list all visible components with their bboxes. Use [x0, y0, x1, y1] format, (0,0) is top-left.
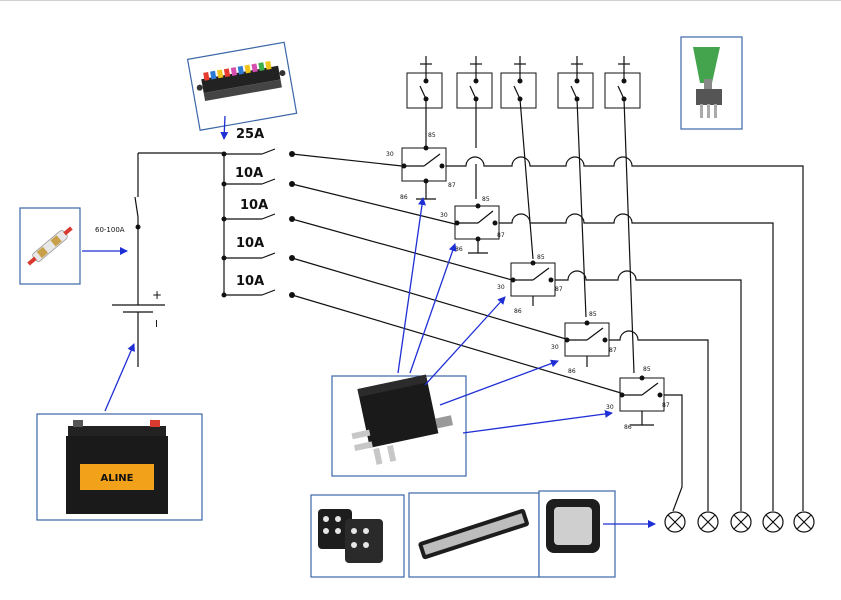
svg-text:86: 86	[514, 308, 522, 315]
fuse-row-4	[221, 252, 567, 340]
svg-text:30: 30	[440, 212, 448, 219]
switch-1	[406, 56, 443, 109]
output-wire-1	[446, 156, 804, 511]
lamp-1	[664, 511, 686, 533]
svg-text:87: 87	[448, 182, 456, 189]
battery-photo: ALINE	[36, 413, 203, 521]
switch-4	[557, 56, 594, 109]
fuse-box-photo	[186, 41, 298, 131]
fuse-label-10a-4: 10A	[236, 274, 264, 289]
lamp-4	[762, 511, 784, 533]
battery-plus-sign: +	[152, 288, 162, 302]
switch-5	[604, 56, 641, 109]
output-wire-5	[664, 394, 683, 512]
relay-arrow-1	[397, 197, 426, 374]
output-wire-3	[555, 270, 742, 511]
led-light-bar-photo	[408, 492, 540, 578]
svg-text:30: 30	[497, 284, 505, 291]
output-wire-2	[499, 213, 774, 511]
svg-text:30: 30	[551, 344, 559, 351]
svg-text:85: 85	[482, 196, 490, 203]
relay-1: 85 30 87 86	[386, 132, 456, 201]
main-fuse-rating: 60-100A	[95, 226, 125, 234]
relay-arrow-5	[462, 409, 613, 434]
inline-fuse-photo	[19, 207, 81, 285]
relay-4: 85 30 87 86	[551, 311, 617, 375]
led-pods-photo	[310, 494, 405, 578]
svg-text:86: 86	[455, 246, 463, 253]
relay-arrow-3	[424, 296, 506, 386]
svg-text:30: 30	[386, 151, 394, 158]
relay-photo	[331, 374, 467, 477]
lamp-2	[697, 511, 719, 533]
fuse-label-25a: 25A	[236, 127, 264, 142]
svg-text:86: 86	[624, 424, 632, 431]
svg-text:85: 85	[589, 311, 597, 318]
svg-text:85: 85	[537, 254, 545, 261]
relay-2: 85 30 87 86	[440, 196, 505, 254]
fuse-label-10a-3: 10A	[236, 236, 264, 251]
relay-arrow-2	[409, 243, 457, 374]
svg-text:87: 87	[609, 347, 617, 354]
fuse-row-2	[221, 178, 456, 225]
led-work-light-photo	[538, 490, 616, 578]
fuse-row-5	[221, 289, 622, 394]
svg-text:85: 85	[643, 366, 651, 373]
toggle-switch-photo	[680, 36, 743, 130]
output-wire-4	[609, 330, 709, 511]
fuse-row-1	[221, 148, 403, 167]
fuse-label-10a-1: 10A	[235, 166, 263, 181]
svg-text:30: 30	[606, 404, 614, 411]
switch-3	[500, 56, 537, 109]
svg-text:87: 87	[662, 402, 670, 409]
svg-text:86: 86	[568, 368, 576, 375]
svg-text:87: 87	[555, 286, 563, 293]
battery-arrow	[104, 343, 135, 412]
fuse-label-10a-2: 10A	[240, 198, 268, 213]
battery-symbol	[112, 152, 224, 367]
svg-text:85: 85	[428, 132, 436, 139]
switch-2	[456, 56, 493, 109]
fuse-row-3	[221, 213, 513, 281]
battery-minus-sign: I	[155, 319, 158, 330]
fuse-box-arrow	[220, 115, 229, 140]
lamp-3	[730, 511, 752, 533]
relay-arrow-4	[439, 359, 559, 406]
relay-5: 85 30 87 86	[606, 366, 670, 431]
svg-text:86: 86	[400, 194, 408, 201]
relay-3: 85 30 87 86	[497, 254, 563, 315]
svg-text:87: 87	[497, 232, 505, 239]
lamp-5	[793, 511, 815, 533]
battery-brand-label: ALINE	[100, 473, 133, 484]
